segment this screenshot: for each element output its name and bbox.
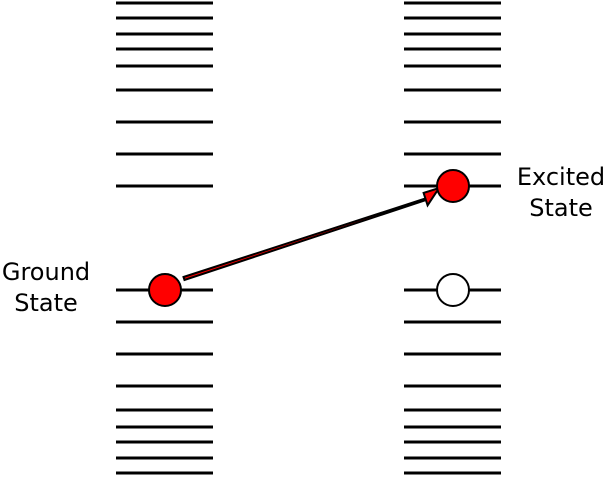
- ground-state-label-line-2: State: [14, 289, 78, 317]
- excitation-arrow-shape: [182, 186, 442, 282]
- ground-state-hole: [436, 273, 470, 307]
- right-energy-ladder: [404, 1, 501, 475]
- ground-state-electron: [148, 273, 182, 307]
- excited-state-label: Excited State: [506, 162, 607, 224]
- left-energy-ladder: [116, 1, 213, 475]
- ground-state-label: Ground State: [0, 257, 98, 319]
- ground-state-label-line-1: Ground: [1, 258, 91, 286]
- excited-state-label-line-1: Excited: [516, 163, 606, 191]
- excited-state-label-line-2: State: [529, 194, 593, 222]
- excited-state-electron: [436, 169, 470, 203]
- excitation-arrow: [182, 186, 442, 282]
